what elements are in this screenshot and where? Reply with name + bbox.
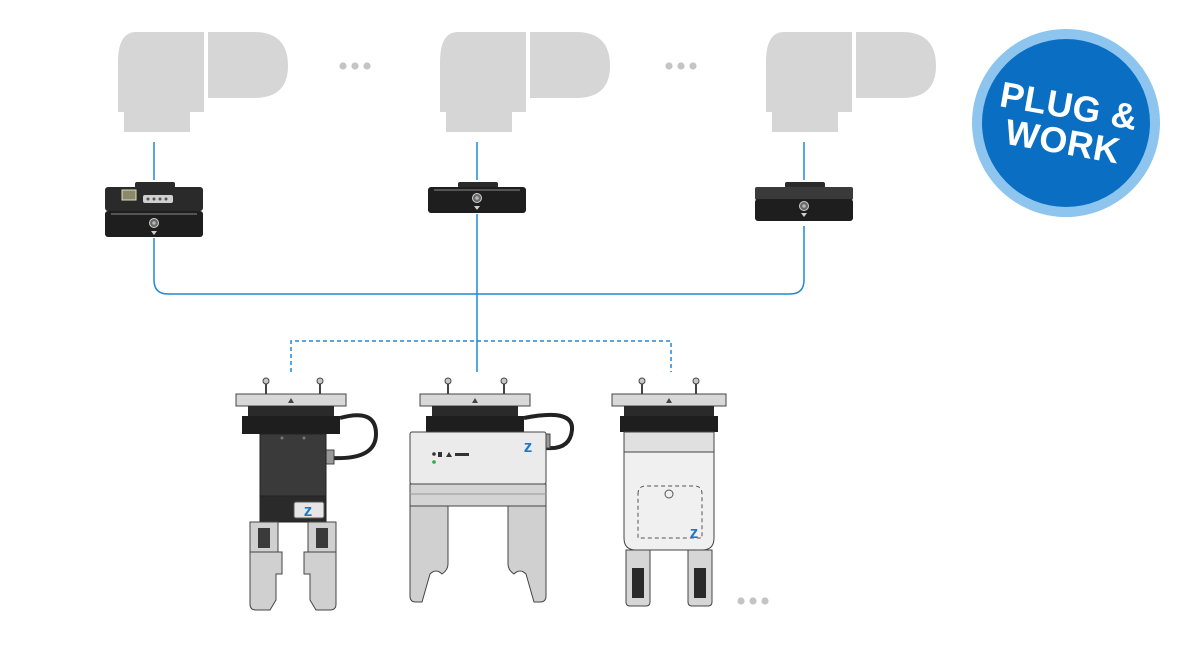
quick-changer-icon bbox=[105, 182, 203, 237]
robot-separator bbox=[339, 62, 371, 70]
gripper-icon: z bbox=[409, 377, 575, 603]
robot-arm-icon bbox=[440, 32, 610, 132]
gripper-icon: z bbox=[235, 377, 379, 611]
gripper-icon: z bbox=[611, 377, 727, 607]
brand-logo: z bbox=[524, 437, 533, 456]
connection-lines bbox=[153, 142, 805, 372]
brand-logo: z bbox=[304, 501, 313, 520]
robot-arm-icon bbox=[118, 32, 288, 132]
gripper-separator bbox=[737, 597, 769, 605]
quick-changer-icon bbox=[755, 182, 853, 221]
plug-and-work-badge: PLUG & WORK bbox=[972, 29, 1160, 217]
quick-changer-icon bbox=[428, 182, 526, 213]
brand-logo: z bbox=[690, 523, 699, 542]
robot-arm-icon bbox=[766, 32, 936, 132]
robot-separator bbox=[665, 62, 697, 70]
